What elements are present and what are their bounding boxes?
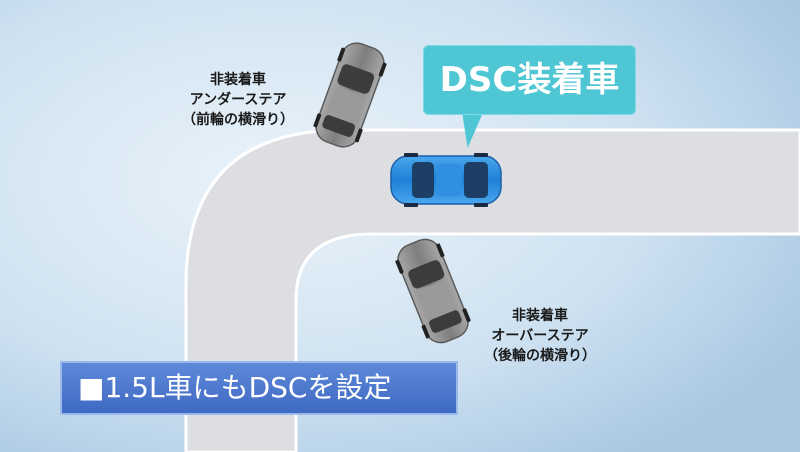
dsc-callout-text: DSC装着車: [439, 60, 620, 100]
understeer-label-line3: （前輪の横滑り）: [182, 112, 294, 128]
understeer-label-line2: アンダーステア: [189, 92, 287, 108]
oversteer-label-line3: （後輪の横滑り）: [484, 348, 596, 364]
caption-box: ■1.5L車にもDSCを設定: [60, 361, 458, 415]
dsc-callout: DSC装着車: [423, 45, 636, 115]
dsc-car: [390, 153, 502, 207]
understeer-label: 非装着車 アンダーステア （前輪の横滑り）: [168, 70, 308, 130]
understeer-label-line1: 非装着車: [210, 72, 266, 88]
caption-text: ■1.5L車にもDSCを設定: [78, 371, 392, 404]
oversteer-label-line1: 非装着車: [512, 308, 568, 324]
oversteer-car: [395, 238, 471, 344]
oversteer-label: 非装着車 オーバーステア （後輪の横滑り）: [470, 306, 610, 366]
oversteer-label-line2: オーバーステア: [491, 328, 589, 344]
understeer-car: [313, 42, 387, 148]
